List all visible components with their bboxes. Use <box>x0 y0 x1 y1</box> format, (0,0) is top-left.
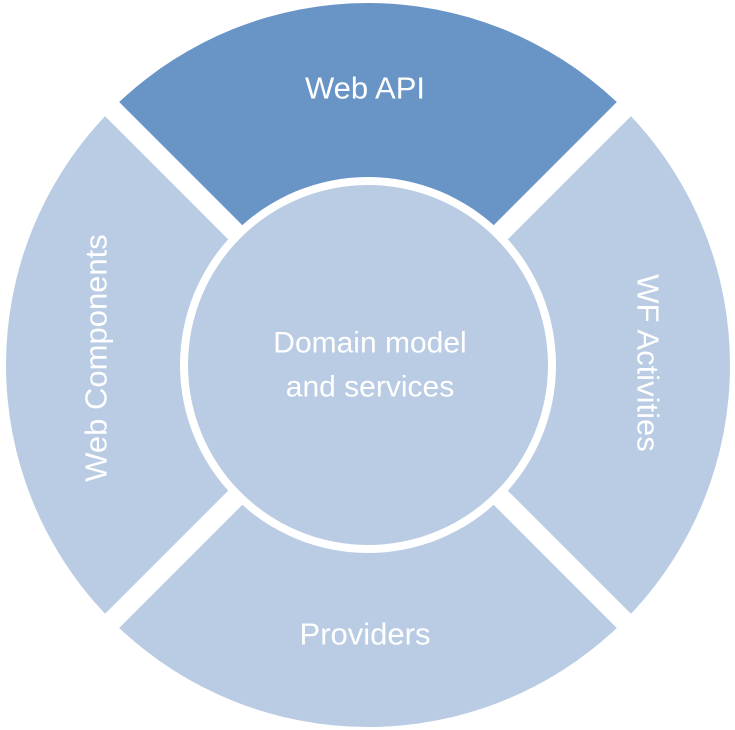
segment-label-wf-activities: WF Activities <box>631 274 666 451</box>
segment-label-web-components: Web Components <box>79 234 114 482</box>
segment-providers <box>119 477 617 727</box>
core-label-line2: and services <box>286 371 454 404</box>
segment-label-web-api: Web API <box>305 71 425 106</box>
segment-web-api <box>119 2 617 253</box>
segment-label-providers: Providers <box>300 617 431 652</box>
segment-wf-activities <box>480 116 731 614</box>
core-circle <box>188 185 548 545</box>
segment-web-components <box>5 116 256 614</box>
core-label-line1: Domain model <box>273 327 466 360</box>
